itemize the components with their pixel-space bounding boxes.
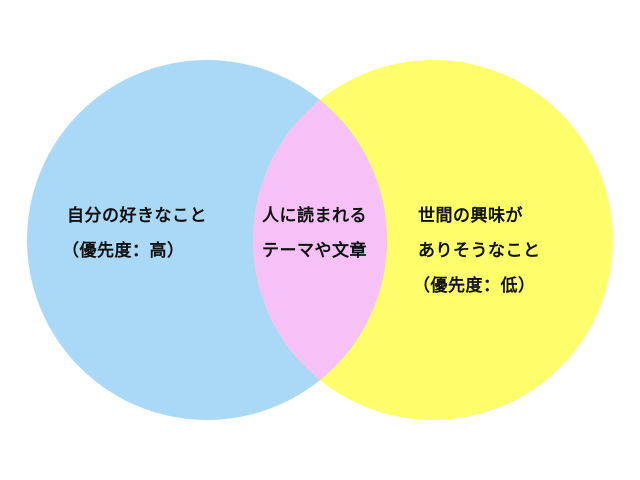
overlap-label-line1: 人に読まれる [262, 206, 367, 226]
overlap-region [253, 60, 387, 420]
right-label-line1: 世間の興味が [418, 206, 523, 226]
left-label-line1: 自分の好きなこと [67, 206, 207, 226]
right-label-line3: （優先度：低） [413, 276, 536, 296]
right-label-line2: ありそうなこと [418, 241, 541, 261]
left-label-line2: （優先度：高） [62, 241, 185, 261]
overlap-label-line2: テーマや文章 [262, 241, 367, 261]
